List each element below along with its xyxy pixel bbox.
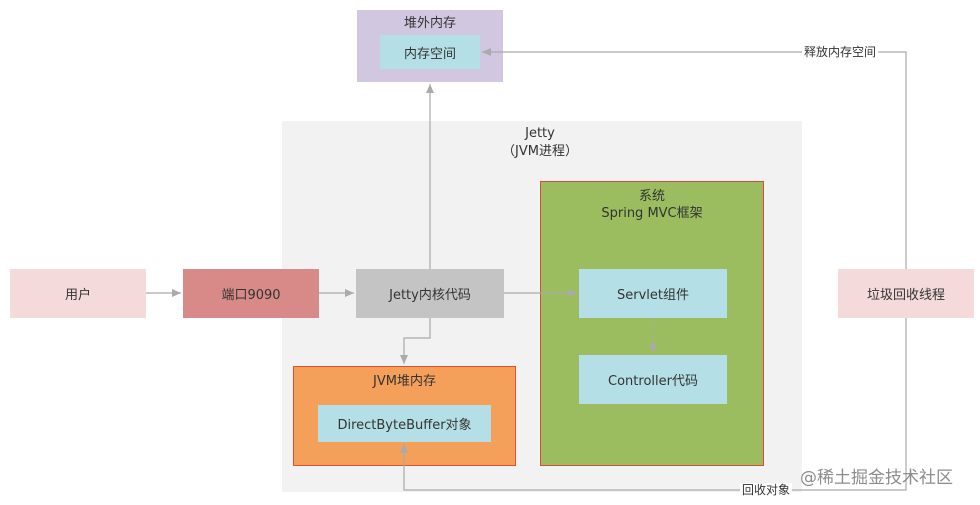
user-box: 用户 [10, 269, 146, 318]
controller-code-box: Controller代码 [579, 355, 727, 404]
gc-thread-box: 垃圾回收线程 [838, 269, 974, 318]
port-9090-box: 端口9090 [183, 269, 319, 318]
offheap-memory-title: 堆外内存 [403, 15, 456, 31]
jetty-subtitle: （JVM进程） [502, 143, 578, 159]
edge-jetty-core-to-heap [400, 318, 431, 364]
edge-gc-release-memory [482, 48, 907, 269]
memory-space-box: 内存空间 [380, 35, 480, 69]
jetty-title: Jetty [525, 125, 555, 141]
recycle-object-label: 回收对象 [740, 483, 793, 497]
release-memory-label: 释放内存空间 [802, 45, 879, 59]
edge-gc-recycle-object [400, 318, 907, 491]
servlet-component-box: Servlet组件 [579, 269, 727, 318]
jvm-heap-title: JVM堆内存 [373, 373, 436, 389]
jetty-core-code-box: Jetty内核代码 [356, 269, 504, 318]
system-spring-mvc-box [540, 181, 764, 466]
watermark: @稀土掘金技术社区 [800, 468, 953, 488]
system-subtitle: Spring MVC框架 [601, 205, 703, 221]
directbytebuffer-object-box: DirectByteBuffer对象 [318, 405, 491, 442]
system-title: 系统 [638, 188, 665, 204]
